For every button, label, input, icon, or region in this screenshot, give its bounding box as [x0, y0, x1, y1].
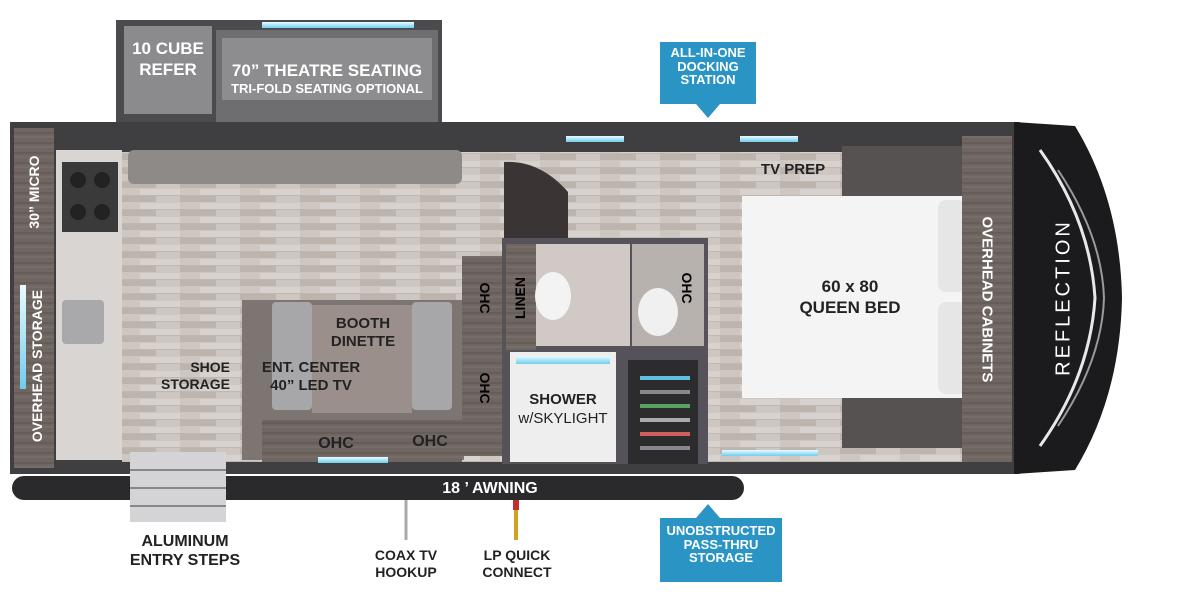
stove	[62, 162, 118, 232]
awning-bar	[12, 476, 744, 500]
awning-label: 18 ’ AWNING	[442, 480, 538, 497]
ohc-bottom	[262, 420, 462, 462]
shower	[510, 352, 616, 462]
ohc-vert-1: OHC	[477, 282, 493, 314]
slide-window	[262, 22, 414, 28]
overhead-cabinets	[962, 136, 1012, 462]
couch-base	[128, 150, 462, 184]
ohc-side	[462, 256, 508, 456]
tv-prep-label: TV PREP	[760, 161, 826, 178]
sink	[62, 300, 104, 344]
hangers	[640, 376, 690, 450]
dinette-table	[312, 305, 412, 413]
theatre-option-label: TRI-FOLD SEATING OPTIONAL	[231, 81, 423, 96]
ohc-vert-3: OHC	[679, 272, 695, 304]
toilet	[535, 272, 571, 320]
overhead-storage-label: OVERHEAD STORAGE	[29, 289, 45, 443]
linen-label: LINEN	[512, 277, 528, 319]
bath-door	[504, 161, 568, 238]
brand-logo: REFLECTION	[1052, 219, 1075, 376]
theatre-label: 70” THEATRE SEATING	[231, 61, 423, 80]
ohc-vert-2: OHC	[477, 372, 493, 404]
front-cap	[1014, 122, 1122, 474]
linen-closet	[506, 244, 536, 350]
micro-label: 30” MICRO	[26, 155, 42, 229]
overhead-cabinets-label: OVERHEAD CABINETS	[978, 216, 996, 383]
left-window	[20, 285, 26, 389]
ohc-left-label: OHC	[318, 435, 354, 452]
refer-box	[124, 26, 212, 114]
ohc-right-label: OHC	[412, 433, 448, 450]
nightstand-bottom	[842, 398, 962, 448]
queen-bed	[742, 196, 968, 398]
nightstand-top	[842, 146, 962, 196]
vanity-sink	[638, 288, 678, 336]
